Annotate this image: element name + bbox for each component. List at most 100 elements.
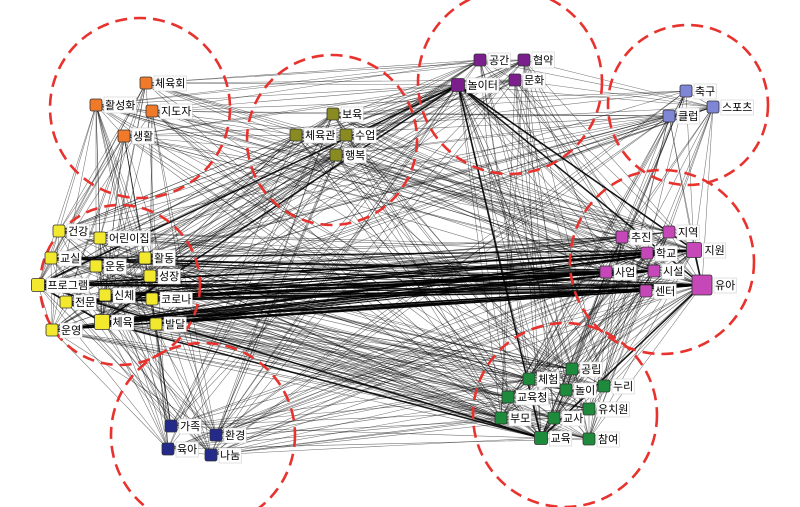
node-marker xyxy=(164,419,178,433)
node-추진: 추진 xyxy=(615,229,653,246)
node-label-bg xyxy=(522,72,546,89)
node-학교: 학교 xyxy=(640,245,678,262)
node-marker xyxy=(565,362,579,376)
edge xyxy=(215,284,703,436)
edge xyxy=(540,90,687,439)
edge xyxy=(457,84,590,410)
node-label-bg xyxy=(103,258,127,275)
node-marker xyxy=(473,53,487,67)
node-환경: 환경 xyxy=(209,427,247,444)
node-label: 어린이집 xyxy=(109,232,149,245)
edge xyxy=(101,321,555,419)
edge xyxy=(58,84,459,232)
node-marker xyxy=(44,251,58,265)
edge xyxy=(335,154,607,273)
edge xyxy=(523,59,647,292)
node-label-bg xyxy=(59,322,83,339)
node-label: 시설 xyxy=(663,265,683,278)
node-label-bg xyxy=(487,52,511,69)
edge xyxy=(210,417,502,456)
edge xyxy=(58,230,542,439)
node-label-bg xyxy=(466,77,500,94)
edge xyxy=(155,323,212,456)
node-marker xyxy=(501,390,515,404)
node-label: 협약 xyxy=(533,53,553,67)
edge xyxy=(588,385,605,440)
node-marker xyxy=(559,383,573,397)
edge xyxy=(149,275,573,370)
node-label: 센터 xyxy=(655,285,675,298)
edge xyxy=(151,59,481,112)
edge xyxy=(523,59,695,251)
node-label: 사업 xyxy=(615,266,635,279)
node-label-bg xyxy=(661,263,685,280)
node-marker xyxy=(326,107,340,121)
node-label-bg xyxy=(159,291,193,308)
node-marker xyxy=(145,292,159,306)
node-label-bg xyxy=(340,106,364,123)
edge xyxy=(603,236,623,387)
cluster-outline-c-space xyxy=(416,0,604,176)
edge xyxy=(37,284,509,398)
edge xyxy=(457,84,502,419)
node-marker xyxy=(451,78,465,92)
edge xyxy=(58,230,648,254)
node-marker xyxy=(517,53,531,67)
edge xyxy=(144,257,542,439)
node-label: 행복 xyxy=(345,149,365,162)
edge xyxy=(155,290,647,325)
edge xyxy=(149,84,459,277)
edge xyxy=(215,271,607,436)
edge xyxy=(540,368,573,439)
edge xyxy=(149,113,334,277)
node-marker xyxy=(686,242,702,258)
node-센터: 센터 xyxy=(639,283,677,300)
node-교육청: 교육청 xyxy=(501,389,549,406)
node-label-bg xyxy=(152,249,176,267)
edge xyxy=(170,378,530,427)
node-label-bg xyxy=(107,230,151,247)
edge xyxy=(457,84,695,251)
node-참여: 참여 xyxy=(582,431,620,448)
node-marker xyxy=(31,278,45,292)
edge xyxy=(145,82,542,439)
edge xyxy=(50,59,481,259)
edge xyxy=(514,79,623,238)
edge xyxy=(50,257,53,331)
edge xyxy=(528,284,703,380)
node-label-bg xyxy=(531,51,555,69)
edge xyxy=(104,249,695,296)
node-marker xyxy=(339,128,353,142)
node-label: 지도자 xyxy=(161,105,191,118)
node-클럽: 클럽 xyxy=(662,107,700,125)
edge xyxy=(170,59,481,427)
edge xyxy=(37,154,337,286)
node-marker xyxy=(289,128,303,142)
edge xyxy=(145,59,481,84)
node-교사: 교사 xyxy=(547,410,585,427)
node-label: 운동 xyxy=(105,260,125,273)
node-체육관: 체육관 xyxy=(289,127,337,144)
node-label: 클럽 xyxy=(678,109,698,123)
edge xyxy=(50,84,459,259)
node-label-bg xyxy=(218,447,242,464)
node-marker xyxy=(138,251,152,265)
edge xyxy=(668,106,714,233)
node-label-bg xyxy=(579,361,603,378)
node-marker xyxy=(599,265,613,279)
node-label-bg xyxy=(163,316,187,333)
edge xyxy=(528,115,670,380)
node-운영: 운영 xyxy=(45,322,83,339)
node-label-bg xyxy=(159,103,193,120)
edge xyxy=(95,59,525,106)
node-label: 운영 xyxy=(61,324,81,337)
node-label: 놀이 xyxy=(575,384,595,397)
edge xyxy=(167,249,695,450)
node-marker xyxy=(662,109,676,123)
node-label: 수업 xyxy=(355,129,375,142)
node-건강: 건강 xyxy=(52,223,90,240)
edge xyxy=(95,84,459,267)
node-문화: 문화 xyxy=(508,72,546,89)
edge xyxy=(95,115,670,267)
